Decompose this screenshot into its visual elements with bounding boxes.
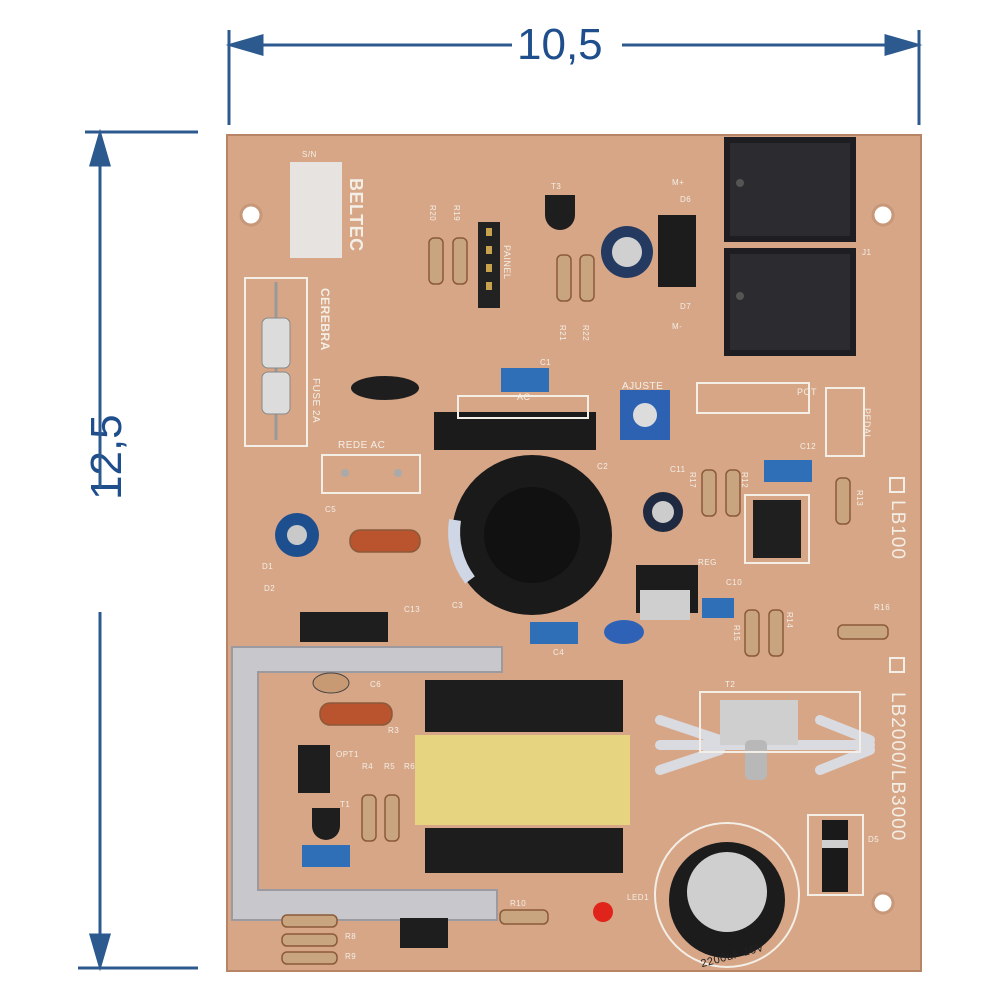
resistors	[281, 237, 889, 965]
ref-d6: D6	[680, 195, 692, 204]
ref-c3: C3	[452, 601, 464, 610]
ref-t1: T1	[340, 800, 351, 809]
ref-r6: R6	[404, 762, 416, 771]
ref-d5: D5	[868, 835, 880, 844]
brand-label: BELTEC	[346, 178, 366, 252]
ref-led1: LED1	[627, 893, 650, 902]
painel-label: PAINEL	[502, 245, 512, 280]
ref-r22: R22	[581, 325, 590, 342]
ref-c6: C6	[370, 680, 382, 689]
ref-r16: R16	[874, 603, 891, 612]
pedal-label: PEDAL	[862, 408, 872, 441]
ref-r14: R14	[785, 612, 794, 629]
ceramic-cap-large	[351, 376, 419, 400]
ref-c11: C11	[670, 465, 686, 474]
ref-c12: C12	[800, 442, 817, 451]
ref-r9: R9	[345, 952, 357, 961]
ref-d1: D1	[262, 562, 274, 571]
ref-c13: C13	[404, 605, 421, 614]
ajuste-label: AJUSTE	[622, 381, 664, 392]
transistor-t3	[545, 195, 575, 230]
ref-c5: C5	[325, 505, 337, 514]
optocoupler	[298, 745, 330, 793]
width-dimension-label: 10,5	[517, 20, 603, 69]
rede-ac-label: REDE AC	[338, 440, 386, 451]
ref-opt1: OPT1	[336, 750, 359, 759]
ac-label: AC	[517, 392, 531, 402]
relays	[724, 137, 856, 356]
ref-c1: C1	[540, 358, 552, 367]
ref-r21: R21	[558, 325, 567, 342]
blue-capacitors	[302, 368, 812, 867]
diode-d5	[822, 820, 848, 892]
ref-j1: J1	[862, 248, 872, 257]
ref-r10: R10	[510, 899, 527, 908]
ref-t3: T3	[551, 182, 562, 191]
ref-m-minus: M-	[672, 322, 683, 331]
ref-d7: D7	[680, 302, 692, 311]
ref-d2: D2	[264, 584, 276, 593]
model-lb2000-label: LB2000/LB3000	[887, 692, 908, 842]
ref-t2: T2	[725, 680, 736, 689]
ref-c4: C4	[553, 648, 565, 657]
ref-r17: R17	[688, 472, 697, 489]
ref-c10: C10	[726, 578, 743, 587]
mounting-holes	[239, 203, 895, 915]
fuse-label: FUSE 2A	[310, 378, 321, 424]
sn-label: S/N	[302, 150, 317, 159]
transistor-t1	[312, 808, 340, 840]
ref-c2: C2	[597, 462, 609, 471]
ref-r8: R8	[345, 932, 357, 941]
dimension-lines	[78, 30, 923, 972]
ref-r19: R19	[452, 205, 461, 222]
led-indicator	[593, 902, 613, 922]
ref-r20: R20	[428, 205, 437, 222]
ref-r4: R4	[362, 762, 374, 771]
ref-r3: R3	[388, 726, 400, 735]
ref-m-plus: M+	[672, 178, 685, 187]
ref-reg: REG	[698, 558, 717, 567]
fuse	[244, 277, 308, 447]
logo-label: CEREBRA	[318, 288, 332, 351]
serial-label	[290, 162, 342, 258]
regulator-top	[658, 215, 696, 287]
pot-label: POT	[797, 387, 818, 397]
ref-r12: R12	[740, 472, 749, 489]
ref-r15: R15	[732, 625, 741, 642]
transformer	[415, 680, 630, 873]
ic-chip	[753, 500, 801, 558]
ref-r5: R5	[384, 762, 396, 771]
model-lb100-label: LB100	[887, 500, 908, 560]
ref-r13: R13	[855, 490, 864, 507]
